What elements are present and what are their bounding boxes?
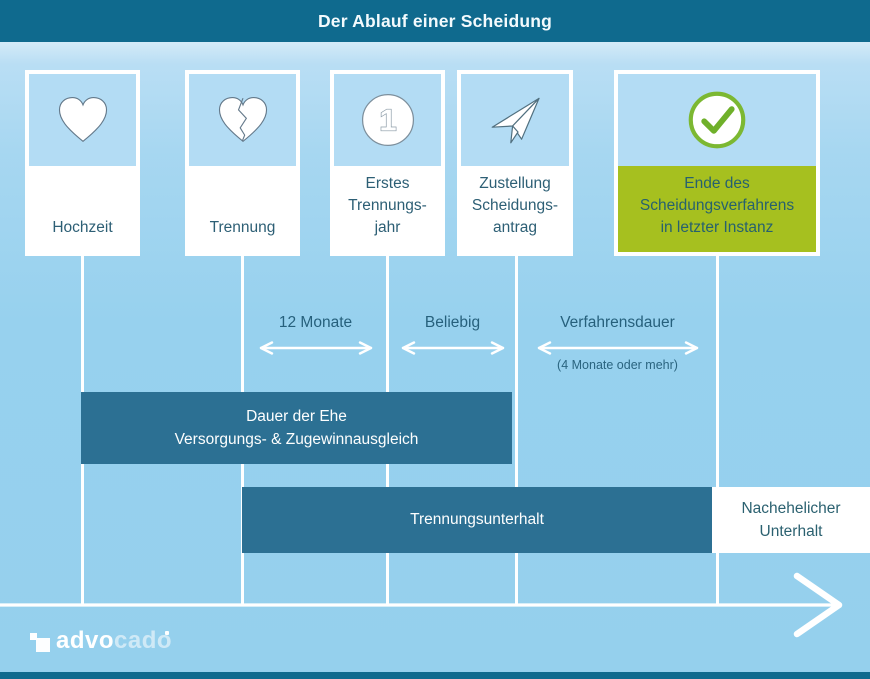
- arrowhead-icon: [793, 572, 843, 638]
- milestone-card-hochzeit: Hochzeit: [25, 70, 140, 256]
- heart-icon: [58, 97, 107, 142]
- svg-text:1: 1: [379, 103, 396, 138]
- bar-label: Trennungsunterhalt: [410, 511, 544, 529]
- milestone-card-erstes-trennungsjahr: 1 Erstes Trennungs- jahr: [330, 70, 445, 256]
- card-icon-area: [29, 74, 136, 166]
- card-label: Hochzeit: [29, 166, 136, 252]
- card-label-text: Zustellung Scheidungs- antrag: [471, 175, 559, 236]
- page-title: Der Ablauf einer Scheidung: [317, 11, 553, 31]
- bar-label: Dauer der Ehe Versorgungs- & Zugewinnaus…: [174, 407, 419, 448]
- interval-verfahrensdauer: Verfahrensdauer (4 Monate oder mehr): [517, 314, 718, 372]
- duration-bar-trennungsunterhalt: Trennungsunterhalt: [242, 487, 712, 553]
- milestone-card-zustellung: Zustellung Scheidungs- antrag: [457, 70, 573, 256]
- card-label: Erstes Trennungs- jahr: [334, 166, 441, 252]
- interval-sublabel: (4 Monate oder mehr): [557, 358, 678, 372]
- duration-bar-ehe: Dauer der Ehe Versorgungs- & Zugewinnaus…: [81, 392, 512, 464]
- logo-text-solid: advo: [56, 627, 115, 654]
- card-label: Zustellung Scheidungs- antrag: [461, 166, 569, 252]
- connector-line-zustellung: [515, 256, 518, 606]
- logo-mark-icon: [30, 628, 51, 654]
- timeline-axis-arrow: [0, 572, 843, 638]
- broken-heart-icon: [218, 97, 267, 142]
- duration-bar-nachehelicher-unterhalt: Nachehelicher Unterhalt: [712, 487, 870, 553]
- advocado-logo: advocado: [30, 628, 172, 654]
- double-arrow-icon: [259, 341, 372, 355]
- interval-beliebig: Beliebig: [388, 314, 517, 356]
- card-label-text: Erstes Trennungs- jahr: [348, 175, 427, 236]
- card-label-text: Ende des Scheidungsverfahrens in letzter…: [639, 175, 795, 236]
- interval-label: Verfahrensdauer: [560, 314, 675, 331]
- interval-label: 12 Monate: [278, 314, 353, 331]
- card-icon-area: [461, 74, 569, 166]
- logo-text-light: cado: [114, 627, 173, 654]
- footer-bar: [0, 672, 870, 679]
- logo-dot: [165, 631, 170, 635]
- card-label-text: Trennung: [209, 219, 276, 236]
- card-label-text: Hochzeit: [52, 219, 113, 236]
- paper-plane-icon: [491, 97, 540, 144]
- milestone-card-ende: Ende des Scheidungsverfahrens in letzter…: [614, 70, 820, 256]
- card-label: Ende des Scheidungsverfahrens in letzter…: [618, 166, 816, 252]
- connector-line-ende: [716, 256, 719, 606]
- interval-label: Beliebig: [424, 314, 481, 331]
- double-arrow-icon: [401, 341, 504, 355]
- card-icon-area: [618, 74, 816, 166]
- bar-label: Nachehelicher Unterhalt: [741, 499, 841, 540]
- card-icon-area: [189, 74, 296, 166]
- milestone-card-trennung: Trennung: [185, 70, 300, 256]
- card-label: Trennung: [189, 166, 296, 252]
- check-circle-icon: [688, 91, 746, 149]
- number-one-icon: 1: [361, 93, 414, 147]
- card-icon-area: 1: [334, 74, 441, 166]
- logo-text: advocado: [56, 628, 172, 654]
- double-arrow-icon: [537, 341, 698, 355]
- interval-12-monate: 12 Monate: [243, 314, 388, 356]
- title-bar: Der Ablauf einer Scheidung: [0, 0, 870, 42]
